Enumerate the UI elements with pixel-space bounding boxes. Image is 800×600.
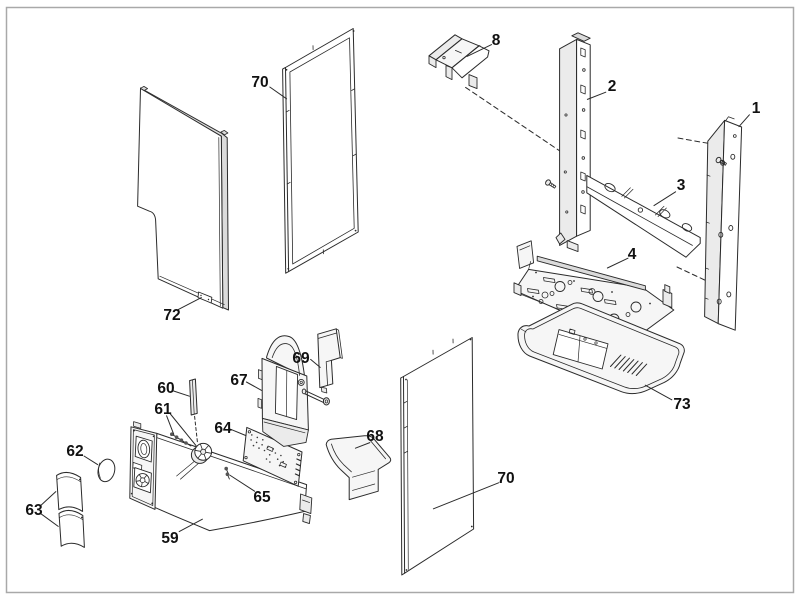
part-3-cross-member bbox=[586, 174, 701, 258]
vent-grille bbox=[610, 354, 648, 376]
part-8-mounting-bracket bbox=[428, 34, 490, 90]
screw-icon bbox=[544, 178, 558, 191]
part-64-circuit-board bbox=[242, 426, 303, 487]
figure-border bbox=[5, 6, 795, 594]
part-label: 70 bbox=[497, 470, 514, 487]
part-59-control-panel-assembly bbox=[129, 421, 313, 532]
part-label: 69 bbox=[292, 350, 310, 367]
part-65-screws bbox=[224, 466, 230, 480]
part-label: 64 bbox=[214, 420, 232, 437]
part-4-base-plate bbox=[513, 240, 675, 343]
part-63-window-covers bbox=[56, 471, 85, 548]
part-label: 3 bbox=[677, 177, 686, 194]
part-60-strip bbox=[189, 378, 198, 416]
part-label: 8 bbox=[492, 32, 501, 49]
igniter-rod bbox=[302, 389, 325, 404]
part-67-control-housing bbox=[257, 335, 330, 447]
part-73-bottom-tray bbox=[517, 302, 685, 395]
part-1-frame-rail-right bbox=[704, 116, 743, 331]
part-label: 59 bbox=[161, 530, 179, 547]
part-label: 61 bbox=[154, 401, 172, 418]
part-label: 62 bbox=[66, 443, 83, 460]
part-72-front-panel bbox=[137, 86, 229, 311]
part-label: 2 bbox=[608, 78, 617, 95]
part-62-cover-disc bbox=[97, 458, 116, 483]
part-label: 4 bbox=[628, 246, 637, 263]
part-label: 63 bbox=[25, 502, 43, 519]
part-70-side-panel-top bbox=[282, 28, 359, 274]
part-label: 68 bbox=[366, 428, 384, 445]
rating-label-plate bbox=[197, 291, 213, 304]
part-label: 72 bbox=[163, 307, 180, 324]
part-70-side-panel-bottom bbox=[400, 337, 475, 576]
part-label: 60 bbox=[157, 380, 174, 397]
part-label: 65 bbox=[253, 489, 271, 506]
callout-labels: 8 2 1 3 4 70 72 69 67 60 61 64 62 63 65 … bbox=[25, 32, 760, 547]
callout-leader-lines bbox=[40, 44, 750, 533]
part-label: 1 bbox=[752, 100, 761, 117]
part-69-cover-bracket bbox=[317, 328, 343, 394]
part-label: 73 bbox=[673, 396, 691, 413]
part-label: 67 bbox=[230, 372, 247, 389]
part-68-duct-bracket bbox=[325, 435, 392, 501]
door-latch bbox=[299, 493, 313, 515]
part-61-screws bbox=[170, 432, 192, 447]
part-2-frame-rail-left bbox=[544, 32, 591, 253]
part-label: 70 bbox=[251, 74, 268, 91]
